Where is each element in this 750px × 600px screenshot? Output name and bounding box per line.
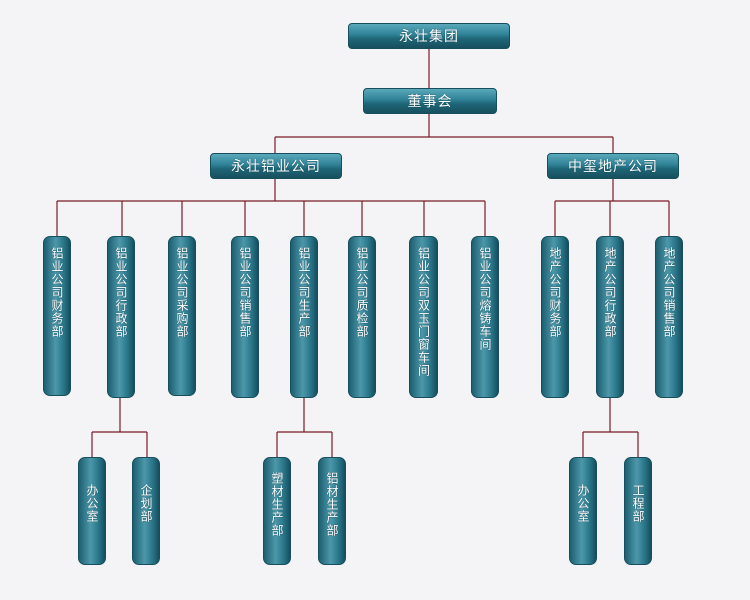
node-dept-aluminum-window-workshop: 铝业公司双玉门窗车间 (409, 236, 438, 398)
node-dept-realestate-sales: 地产公司销售部 (655, 236, 683, 398)
node-sub-aluminum-material-production-label: 铝材生产部 (325, 472, 339, 537)
node-dept-aluminum-qc: 铝业公司质检部 (348, 236, 376, 398)
node-dept-aluminum-qc-label: 铝业公司质检部 (355, 247, 369, 338)
node-sub-realestate-office: 办公室 (569, 457, 597, 565)
node-root: 永壮集团 (348, 23, 510, 49)
node-sub-plastic-production: 塑材生产部 (263, 457, 291, 565)
node-dept-realestate-admin-label: 地产公司行政部 (603, 247, 617, 338)
node-company-realestate: 中玺地产公司 (547, 153, 679, 179)
node-dept-aluminum-finance: 铝业公司财务部 (43, 236, 71, 396)
node-sub-aluminum-office: 办公室 (78, 457, 106, 565)
node-sub-aluminum-material-production: 铝材生产部 (318, 457, 346, 565)
node-dept-aluminum-window-workshop-label: 铝业公司双玉门窗车间 (416, 247, 431, 377)
node-dept-aluminum-purchasing: 铝业公司采购部 (168, 236, 196, 396)
node-root-label: 永壮集团 (399, 29, 459, 45)
node-dept-aluminum-production-label: 铝业公司生产部 (297, 247, 311, 338)
node-dept-aluminum-sales-label: 铝业公司销售部 (238, 247, 252, 338)
node-company-realestate-label: 中玺地产公司 (568, 159, 658, 175)
node-dept-aluminum-finance-label: 铝业公司财务部 (50, 247, 64, 338)
node-dept-aluminum-casting-workshop-label: 铝业公司熔铸车间 (478, 247, 492, 351)
node-sub-aluminum-planning: 企划部 (132, 457, 160, 565)
node-board: 董事会 (363, 88, 497, 114)
node-company-aluminum: 永壮铝业公司 (210, 153, 342, 179)
node-dept-aluminum-casting-workshop: 铝业公司熔铸车间 (471, 236, 499, 398)
node-dept-realestate-finance: 地产公司财务部 (541, 236, 569, 398)
node-dept-realestate-admin: 地产公司行政部 (596, 236, 624, 398)
node-dept-aluminum-purchasing-label: 铝业公司采购部 (175, 247, 189, 338)
node-dept-realestate-finance-label: 地产公司财务部 (548, 247, 562, 338)
node-dept-aluminum-sales: 铝业公司销售部 (231, 236, 259, 398)
node-board-label: 董事会 (407, 94, 453, 110)
node-sub-plastic-production-label: 塑材生产部 (270, 472, 284, 537)
node-company-aluminum-label: 永壮铝业公司 (231, 159, 321, 175)
node-sub-aluminum-office-label: 办公室 (85, 484, 99, 523)
node-dept-aluminum-admin: 铝业公司行政部 (107, 236, 135, 398)
node-dept-aluminum-admin-label: 铝业公司行政部 (114, 247, 128, 338)
node-sub-aluminum-planning-label: 企划部 (139, 484, 153, 523)
node-sub-realestate-office-label: 办公室 (576, 484, 590, 523)
node-dept-realestate-sales-label: 地产公司销售部 (662, 247, 676, 338)
node-sub-realestate-engineering: 工程部 (624, 457, 652, 565)
node-sub-realestate-engineering-label: 工程部 (631, 484, 645, 523)
node-dept-aluminum-production: 铝业公司生产部 (290, 236, 318, 398)
